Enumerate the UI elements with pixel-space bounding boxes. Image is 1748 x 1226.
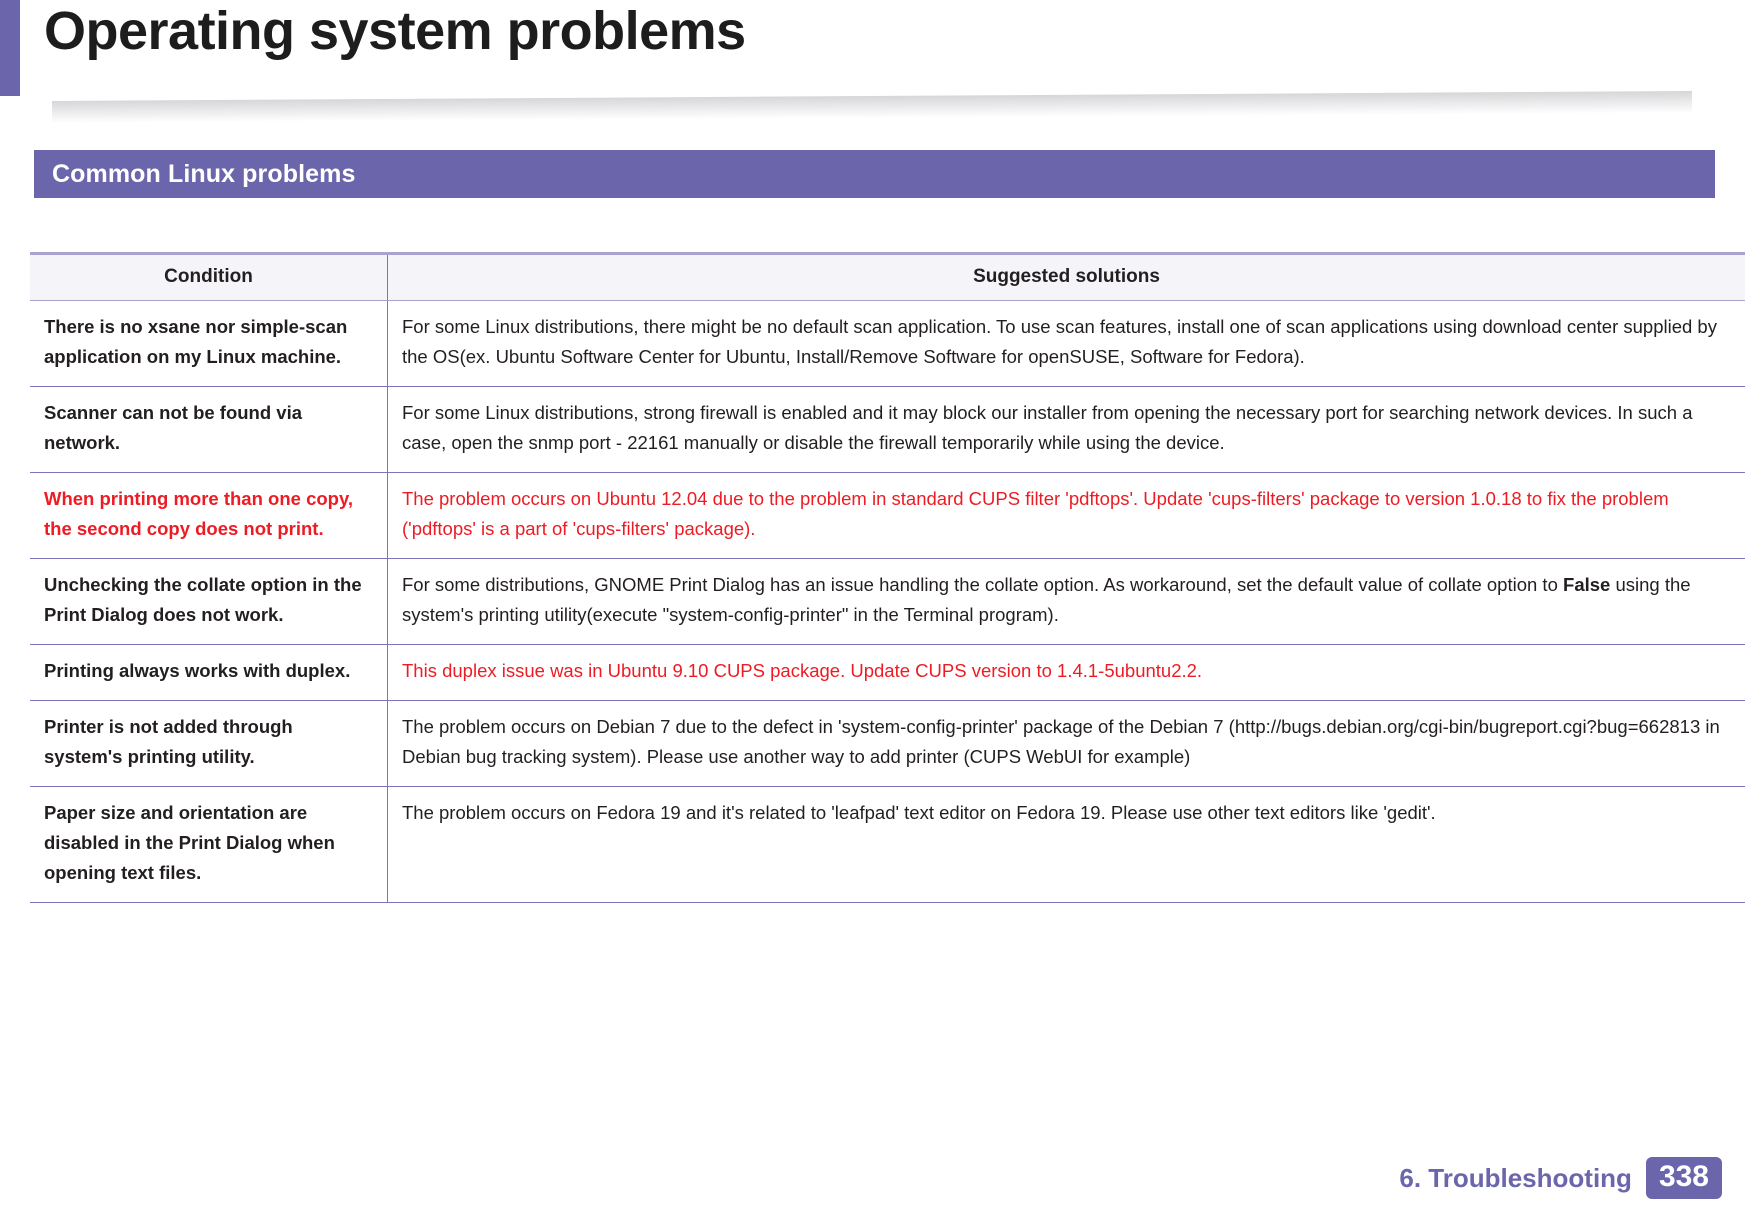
problems-table-container: Condition Suggested solutions There is n… [30, 252, 1745, 903]
section-heading-band: Common Linux problems [34, 150, 1715, 198]
title-accent-bar [0, 0, 20, 96]
page-header: Operating system problems [0, 0, 1748, 124]
cell-condition: Paper size and orientation are disabled … [30, 786, 388, 903]
cell-solution: For some Linux distributions, there migh… [387, 300, 1745, 387]
cell-solution: The problem occurs on Debian 7 due to th… [387, 700, 1745, 787]
column-header-solution: Suggested solutions [387, 252, 1745, 301]
table-row: Paper size and orientation are disabled … [30, 786, 1745, 903]
table-row: When printing more than one copy, the se… [30, 472, 1745, 559]
footer-page-number: 338 [1645, 1157, 1722, 1199]
problems-table: Condition Suggested solutions There is n… [30, 252, 1745, 903]
cell-condition: Scanner can not be found via network. [30, 386, 388, 473]
cell-condition: Printing always works with duplex. [30, 644, 388, 701]
column-header-condition: Condition [30, 252, 388, 301]
cell-condition: There is no xsane nor simple-scan applic… [30, 300, 388, 387]
table-body: There is no xsane nor simple-scan applic… [30, 300, 1745, 903]
solution-text-part1: For some distributions, GNOME Print Dial… [402, 573, 1564, 595]
cell-solution: The problem occurs on Fedora 19 and it's… [387, 786, 1745, 903]
table-row: Unchecking the collate option in the Pri… [30, 558, 1745, 645]
cell-solution: For some Linux distributions, strong fir… [387, 386, 1745, 473]
title-underline-shadow [52, 90, 1692, 124]
table-header-row: Condition Suggested solutions [30, 252, 1745, 301]
table-row: Scanner can not be found via network. Fo… [30, 386, 1745, 473]
cell-condition: Unchecking the collate option in the Pri… [30, 558, 388, 645]
page-title: Operating system problems [44, 1, 746, 61]
table-header: Condition Suggested solutions [30, 252, 1745, 301]
solution-text-part2: using the system's printing utility(exec… [402, 573, 1691, 625]
cell-solution: This duplex issue was in Ubuntu 9.10 CUP… [387, 644, 1745, 701]
cell-condition: Printer is not added through system's pr… [30, 700, 388, 787]
table-row: Printer is not added through system's pr… [30, 700, 1745, 787]
footer-chapter-label: 6. Troubleshooting [1399, 1162, 1632, 1193]
cell-solution: The problem occurs on Ubuntu 12.04 due t… [387, 472, 1745, 559]
solution-emphasis-false: False [1563, 573, 1611, 595]
cell-solution: For some distributions, GNOME Print Dial… [387, 558, 1745, 645]
table-row: There is no xsane nor simple-scan applic… [30, 300, 1745, 387]
table-row: Printing always works with duplex. This … [30, 644, 1745, 701]
cell-condition: When printing more than one copy, the se… [30, 472, 388, 559]
section-heading-label: Common Linux problems [52, 159, 356, 188]
page-footer: 6. Troubleshooting 338 [0, 1152, 1748, 1204]
